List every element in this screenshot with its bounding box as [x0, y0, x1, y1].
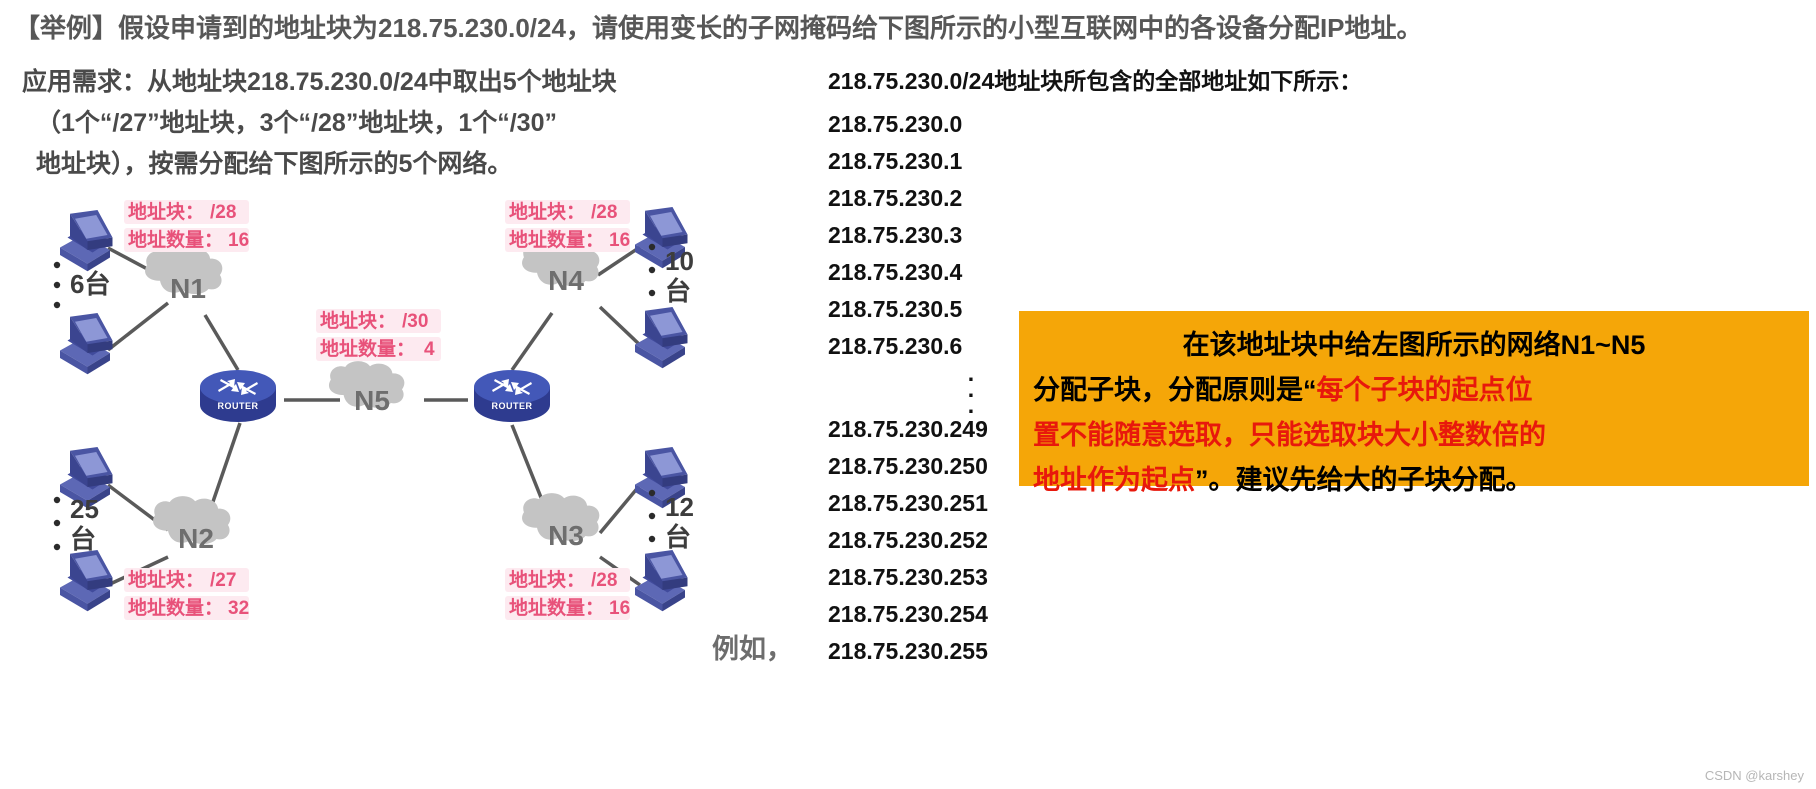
ip-list-header: 218.75.230.0/24地址块所包含的全部地址如下所示：: [828, 68, 1363, 94]
host-count-n4: 10 台: [648, 243, 694, 306]
address-label-n3-count-prefix: 地址数量：: [509, 596, 604, 619]
network-topology-diagram: N1 N2 N5 N4 N3 ROUTER: [0, 185, 790, 655]
callout-box: 在该地址块中给左图所示的网络N1~N5 分配子块，分配原则是“每个子块的起点位 …: [1019, 311, 1809, 495]
address-label-n3-count-value: 16: [609, 598, 630, 619]
address-label-n2-block-prefix: 地址块：: [128, 568, 204, 591]
address-label-n3: 地址块： /28 地址数量： 16: [505, 568, 630, 620]
address-label-n5-count-prefix: 地址数量：: [320, 337, 415, 360]
list-item: 218.75.230.253: [828, 564, 988, 590]
computer-n1-bottom: [60, 313, 113, 375]
address-label-n2-block-value: /27: [210, 570, 236, 591]
address-label-n5: 地址块： /30 地址数量： 4: [316, 309, 441, 361]
list-item: 218.75.230.251: [828, 490, 988, 516]
router-right: ROUTER: [474, 370, 550, 422]
callout-line-3: 置不能随意选取，只能选取块大小整数倍的: [1033, 420, 1546, 450]
address-label-n3-block-value: /28: [591, 570, 617, 591]
list-item: 218.75.230.5: [828, 296, 963, 322]
host-count-label-n3-unit: 台: [665, 522, 691, 552]
router-left: ROUTER: [200, 370, 276, 422]
host-count-n2: 25 台: [53, 494, 99, 554]
cloud-n3: N3: [522, 493, 600, 551]
callout-line-4-red: 地址作为起点: [1033, 465, 1195, 495]
address-label-n4-count-prefix: 地址数量：: [509, 228, 604, 251]
callout-line-2: 分配子块，分配原则是“每个子块的起点位: [1033, 368, 1795, 413]
host-count-n3: 12 台: [648, 489, 694, 552]
ip-list-ellipsis: ...: [967, 360, 975, 418]
host-count-label-n4-num: 10: [665, 246, 694, 276]
cloud-label-n4: N4: [548, 265, 584, 296]
requirement-paragraph: 应用需求：从地址块218.75.230.0/24中取出5个地址块 （1个“/27…: [22, 62, 752, 185]
router-right-label: ROUTER: [492, 401, 533, 411]
host-count-n1: 6台: [53, 261, 110, 309]
cloud-label-n2: N2: [178, 523, 214, 554]
ip-address-list: 218.75.230.0/24地址块所包含的全部地址如下所示： 218.75.2…: [828, 62, 1363, 670]
list-item: 218.75.230.1: [828, 148, 963, 174]
callout-line-1: 在该地址块中给左图所示的网络N1~N5: [1182, 330, 1646, 360]
cloud-label-n5: N5: [354, 385, 390, 416]
cloud-n1: N1: [145, 246, 223, 304]
list-item: 218.75.230.252: [828, 527, 988, 553]
host-count-label-n1: 6台: [70, 269, 110, 299]
list-item: 218.75.230.254: [828, 601, 988, 627]
example-label: 例如，: [712, 634, 793, 664]
list-item: 218.75.230.2: [828, 185, 963, 211]
list-item: 218.75.230.255: [828, 638, 988, 664]
address-label-n2-count-value: 32: [228, 598, 249, 619]
computer-n1-top: [60, 210, 113, 272]
address-label-n5-count-value: 4: [424, 339, 435, 360]
cloud-label-n3: N3: [548, 520, 584, 551]
cloud-n4: N4: [522, 238, 600, 296]
address-label-n2-count-prefix: 地址数量：: [128, 596, 223, 619]
address-label-n1-count-value: 16: [228, 230, 249, 251]
address-label-n4-block-value: /28: [591, 202, 617, 223]
list-item: 218.75.230.4: [828, 259, 963, 285]
address-label-n4-count-value: 16: [609, 230, 630, 251]
callout-line-4: 地址作为起点”。建议先给大的子块分配。: [1033, 458, 1795, 503]
computer-n3-bottom: [635, 550, 688, 612]
cloud-n5: N5: [328, 361, 405, 416]
router-left-label: ROUTER: [218, 401, 259, 411]
cloud-n2: N2: [153, 496, 231, 554]
requirement-line-3: 地址块），按需分配给下图所示的5个网络。: [36, 150, 513, 178]
callout-line-2-black: 分配子块，分配原则是“: [1033, 375, 1317, 405]
address-label-n5-block-value: /30: [402, 311, 428, 332]
watermark: CSDN @karshey: [1704, 768, 1804, 783]
callout-line-2-red: 每个子块的起点位: [1316, 375, 1533, 405]
list-item: 218.75.230.250: [828, 453, 988, 479]
address-label-n1-block-prefix: 地址块：: [128, 200, 204, 223]
computer-n2-bottom: [60, 550, 113, 612]
host-count-label-n4-unit: 台: [665, 276, 691, 306]
address-label-n1-count-prefix: 地址数量：: [128, 228, 223, 251]
address-label-n4: 地址块： /28 地址数量： 16: [505, 200, 630, 252]
cloud-label-n1: N1: [170, 273, 206, 304]
address-label-n3-block-prefix: 地址块：: [509, 568, 585, 591]
address-label-n2: 地址块： /27 地址数量： 32: [124, 568, 249, 620]
list-item: 218.75.230.249: [828, 416, 988, 442]
host-count-label-n3-num: 12: [665, 492, 694, 522]
host-count-label-n2-num: 25: [70, 494, 99, 524]
list-item: 218.75.230.6: [828, 333, 963, 359]
address-label-n1-block-value: /28: [210, 202, 236, 223]
requirement-line-2: （1个“/27”地址块，3个“/28”地址块，1个“/30”: [36, 109, 557, 137]
address-label-n5-block-prefix: 地址块：: [320, 309, 396, 332]
computer-n4-bottom: [635, 307, 688, 369]
page-title: 【举例】假设申请到的地址块为218.75.230.0/24，请使用变长的子网掩码…: [14, 13, 1423, 43]
requirement-line-1: 应用需求：从地址块218.75.230.0/24中取出5个地址块: [22, 68, 617, 96]
address-label-n1: 地址块： /28 地址数量： 16: [124, 200, 249, 252]
list-item: 218.75.230.3: [828, 222, 963, 248]
list-item: 218.75.230.0: [828, 111, 963, 137]
address-label-n4-block-prefix: 地址块：: [509, 200, 585, 223]
callout-line-4-black: ”。建议先给大的子块分配。: [1195, 465, 1533, 495]
host-count-label-n2-unit: 台: [70, 524, 96, 554]
